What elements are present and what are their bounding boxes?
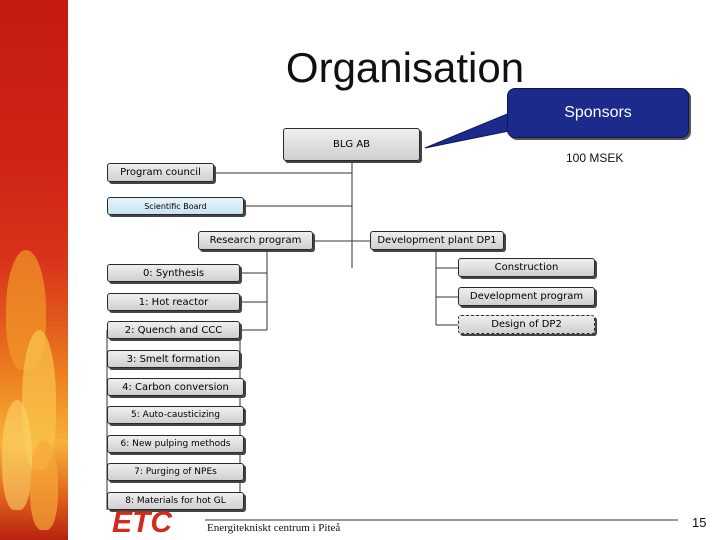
org-top-label: BLG AB — [332, 139, 371, 150]
research-program-box: Research program — [198, 231, 313, 250]
plant-item: Development program — [458, 287, 595, 306]
flame-decoration — [0, 0, 68, 540]
plant-item-label: Construction — [494, 262, 559, 273]
scientific-board-box: Scientific Board — [107, 197, 244, 215]
plant-item-label: Development program — [469, 291, 584, 302]
research-item-label: 4: Carbon conversion — [122, 381, 229, 393]
page-number: 15 — [692, 515, 707, 530]
research-item-label: 7: Purging of NPEs — [134, 467, 217, 477]
sponsors-callout: Sponsors — [507, 88, 689, 138]
program-council-box: Program council — [107, 163, 214, 182]
research-item: 8: Materials for hot GL — [107, 492, 244, 510]
development-plant-label: Development plant DP1 — [377, 235, 497, 246]
research-item-label: 1: Hot reactor — [138, 296, 209, 308]
research-item-label: 5: Auto-causticizing — [131, 410, 220, 420]
budget-label: 100 MSEK — [566, 151, 624, 165]
scientific-board-label: Scientific Board — [144, 201, 207, 211]
research-item: 4: Carbon conversion — [107, 378, 244, 396]
research-item-label: 2: Quench and CCC — [124, 324, 223, 336]
research-item-label: 8: Materials for hot GL — [125, 496, 226, 506]
footer-institution: Energitekniskt centrum i Piteå — [207, 522, 341, 534]
research-program-label: Research program — [209, 235, 302, 246]
etc-logo: ETC — [112, 506, 172, 539]
program-council-label: Program council — [120, 167, 201, 178]
research-item: 2: Quench and CCC — [107, 321, 240, 339]
research-item: 1: Hot reactor — [107, 293, 240, 311]
research-item-label: 3: Smelt formation — [126, 353, 221, 365]
research-item: 5: Auto-causticizing — [107, 406, 244, 424]
research-item: 0: Synthesis — [107, 264, 240, 282]
research-item-label: 6: New pulping methods — [120, 439, 231, 449]
development-plant-box: Development plant DP1 — [370, 231, 504, 250]
plant-item-label: Design of DP2 — [491, 319, 562, 330]
research-item: 6: New pulping methods — [107, 435, 244, 453]
research-item: 3: Smelt formation — [107, 350, 240, 368]
research-item: 7: Purging of NPEs — [107, 463, 244, 481]
org-top-box: BLG AB — [283, 128, 420, 161]
plant-item: Design of DP2 — [458, 315, 595, 334]
sponsors-label: Sponsors — [564, 104, 632, 121]
plant-item: Construction — [458, 258, 595, 277]
research-item-label: 0: Synthesis — [142, 267, 205, 279]
slide-title: Organisation — [285, 44, 525, 91]
